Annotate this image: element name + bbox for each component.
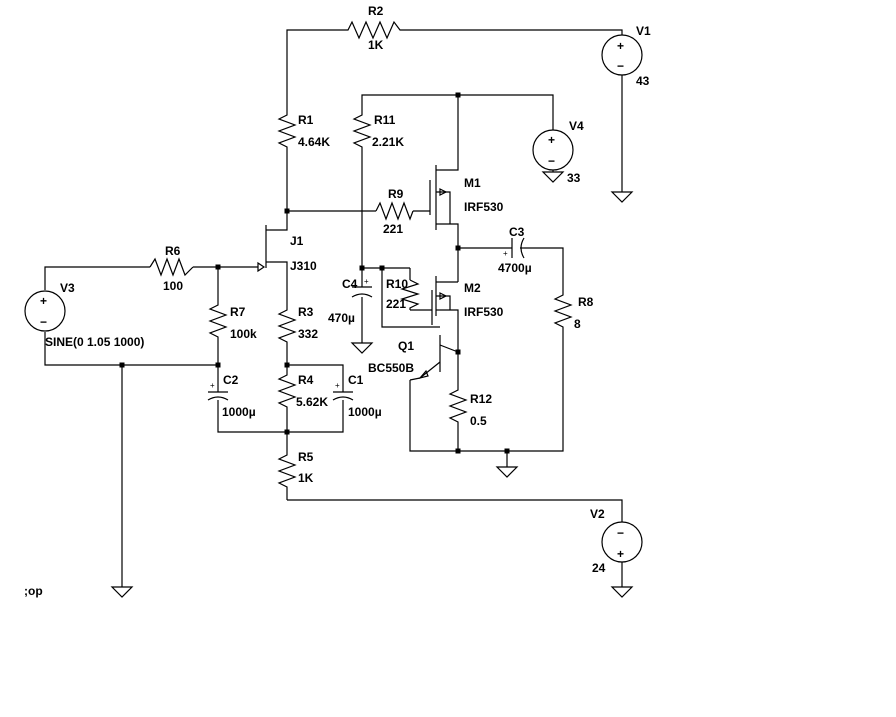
label-c1-name: C1 xyxy=(348,373,364,387)
v3-minus-sign: − xyxy=(40,315,47,329)
label-v4-value: 33 xyxy=(567,171,581,185)
label-r11-value: 2.21K xyxy=(372,135,404,149)
c3-plus-sign: + xyxy=(503,249,508,258)
component-labels: R2 1K V1 43 R1 4.64K R11 2.21K V4 33 M1 … xyxy=(24,4,651,598)
label-c4-value: 470µ xyxy=(328,311,355,325)
capacitor-c4: + xyxy=(351,277,373,298)
label-v2-name: V2 xyxy=(590,507,605,521)
resistor-r11 xyxy=(352,110,372,150)
label-r2-value: 1K xyxy=(368,38,384,52)
c1-plus-sign: + xyxy=(335,381,340,390)
ground-input xyxy=(110,586,134,598)
resistor-r12 xyxy=(448,385,468,425)
label-r1-name: R1 xyxy=(298,113,314,127)
bjt-q1 xyxy=(409,335,459,381)
label-r3-name: R3 xyxy=(298,305,314,319)
label-r7-value: 100k xyxy=(230,327,257,341)
resistor-r1 xyxy=(277,110,297,150)
label-r1-value: 4.64K xyxy=(298,135,330,149)
label-q1-value: BC550B xyxy=(368,361,414,375)
jfet-j1 xyxy=(257,225,270,273)
label-v1-value: 43 xyxy=(636,74,650,88)
voltage-source-v1: + − xyxy=(601,34,643,76)
label-m1-name: M1 xyxy=(464,176,481,190)
voltage-source-v4: + − xyxy=(532,129,574,171)
v4-plus-sign: + xyxy=(548,133,555,147)
resistor-r9 xyxy=(375,201,414,221)
voltage-source-v3: + − xyxy=(24,290,66,332)
label-j1-name: J1 xyxy=(290,234,304,248)
ground-v1 xyxy=(610,191,634,203)
wires xyxy=(44,29,623,587)
label-c3-name: C3 xyxy=(509,225,525,239)
label-c1-value: 1000µ xyxy=(348,405,382,419)
ground-v2 xyxy=(610,586,634,598)
v2-minus-sign: − xyxy=(617,526,624,540)
label-r8-name: R8 xyxy=(578,295,594,309)
label-r7-name: R7 xyxy=(230,305,246,319)
label-m1-value: IRF530 xyxy=(464,200,504,214)
v1-plus-sign: + xyxy=(617,39,624,53)
label-r12-name: R12 xyxy=(470,392,492,406)
v4-minus-sign: − xyxy=(548,154,555,168)
label-j1-value: J310 xyxy=(290,259,317,273)
label-v1-name: V1 xyxy=(636,24,651,38)
label-q1-name: Q1 xyxy=(398,339,414,353)
label-r5-value: 1K xyxy=(298,471,314,485)
label-c2-value: 1000µ xyxy=(222,405,256,419)
resistor-r7 xyxy=(208,300,228,340)
voltage-source-v2: − + xyxy=(601,521,643,563)
resistor-r5 xyxy=(277,450,297,490)
ground-v4 xyxy=(541,170,565,183)
spice-directive: ;op xyxy=(24,584,43,598)
label-r5-name: R5 xyxy=(298,450,314,464)
resistor-r6 xyxy=(149,257,194,277)
label-m2-name: M2 xyxy=(464,281,481,295)
junctions xyxy=(119,92,510,454)
label-r2-name: R2 xyxy=(368,4,384,18)
capacitor-c2: + xyxy=(207,381,229,401)
label-r4-value: 5.62K xyxy=(296,395,328,409)
ground-output xyxy=(495,466,519,478)
label-r9-value: 221 xyxy=(383,222,403,236)
label-c2-name: C2 xyxy=(223,373,239,387)
mosfet-m2 xyxy=(431,276,451,325)
ground-c4 xyxy=(350,342,374,354)
label-c4-name: C4 xyxy=(342,277,358,291)
c2-plus-sign: + xyxy=(210,381,215,390)
label-r11-name: R11 xyxy=(374,113,396,127)
label-v3-value: SINE(0 1.05 1000) xyxy=(45,335,144,349)
label-r9-name: R9 xyxy=(388,187,404,201)
label-r6-value: 100 xyxy=(163,279,183,293)
label-m2-value: IRF530 xyxy=(464,305,504,319)
capacitor-c1: + xyxy=(332,381,354,401)
label-r6-name: R6 xyxy=(165,244,181,258)
label-v3-name: V3 xyxy=(60,281,75,295)
resistor-r2 xyxy=(340,20,410,40)
label-r3-value: 332 xyxy=(298,327,318,341)
label-r4-name: R4 xyxy=(298,373,314,387)
label-c3-value: 4700µ xyxy=(498,261,532,275)
v3-plus-sign: + xyxy=(40,294,47,308)
v2-plus-sign: + xyxy=(617,547,624,561)
v1-minus-sign: − xyxy=(617,59,624,73)
mosfet-m1 xyxy=(429,165,451,230)
label-r8-value: 8 xyxy=(574,317,581,331)
resistor-r10 xyxy=(399,279,421,310)
capacitor-c3: + xyxy=(503,237,525,259)
label-v2-value: 24 xyxy=(592,561,606,575)
label-r10-name: R10 xyxy=(386,277,408,291)
label-v4-name: V4 xyxy=(569,119,584,133)
resistor-r4 xyxy=(277,370,297,410)
resistor-r8 xyxy=(553,290,573,330)
resistor-r3 xyxy=(277,305,297,345)
label-r12-value: 0.5 xyxy=(470,414,487,428)
c4-plus-sign: + xyxy=(364,277,369,286)
label-r10-value: 221 xyxy=(386,297,406,311)
